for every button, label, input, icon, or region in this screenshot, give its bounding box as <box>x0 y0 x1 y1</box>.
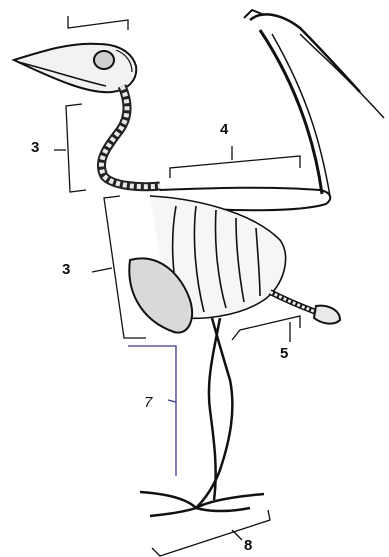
tail-vertebrae <box>270 292 340 324</box>
wing-bones <box>160 10 384 210</box>
skull-bracket <box>68 16 128 30</box>
label-leg: 7 <box>144 395 152 410</box>
label-foot: 8 <box>244 538 252 553</box>
label-tail: 5 <box>280 346 288 361</box>
wing-bracket <box>170 156 300 178</box>
neck-bracket <box>66 104 86 192</box>
label-wing: 4 <box>220 122 228 137</box>
leg-bones <box>140 318 264 516</box>
skull <box>14 44 136 92</box>
ribcage <box>129 196 285 333</box>
label-trunk: 3 <box>62 262 70 277</box>
neck-vertebrae <box>101 86 160 187</box>
leg-bracket <box>128 346 176 476</box>
label-neck: 3 <box>31 140 39 155</box>
